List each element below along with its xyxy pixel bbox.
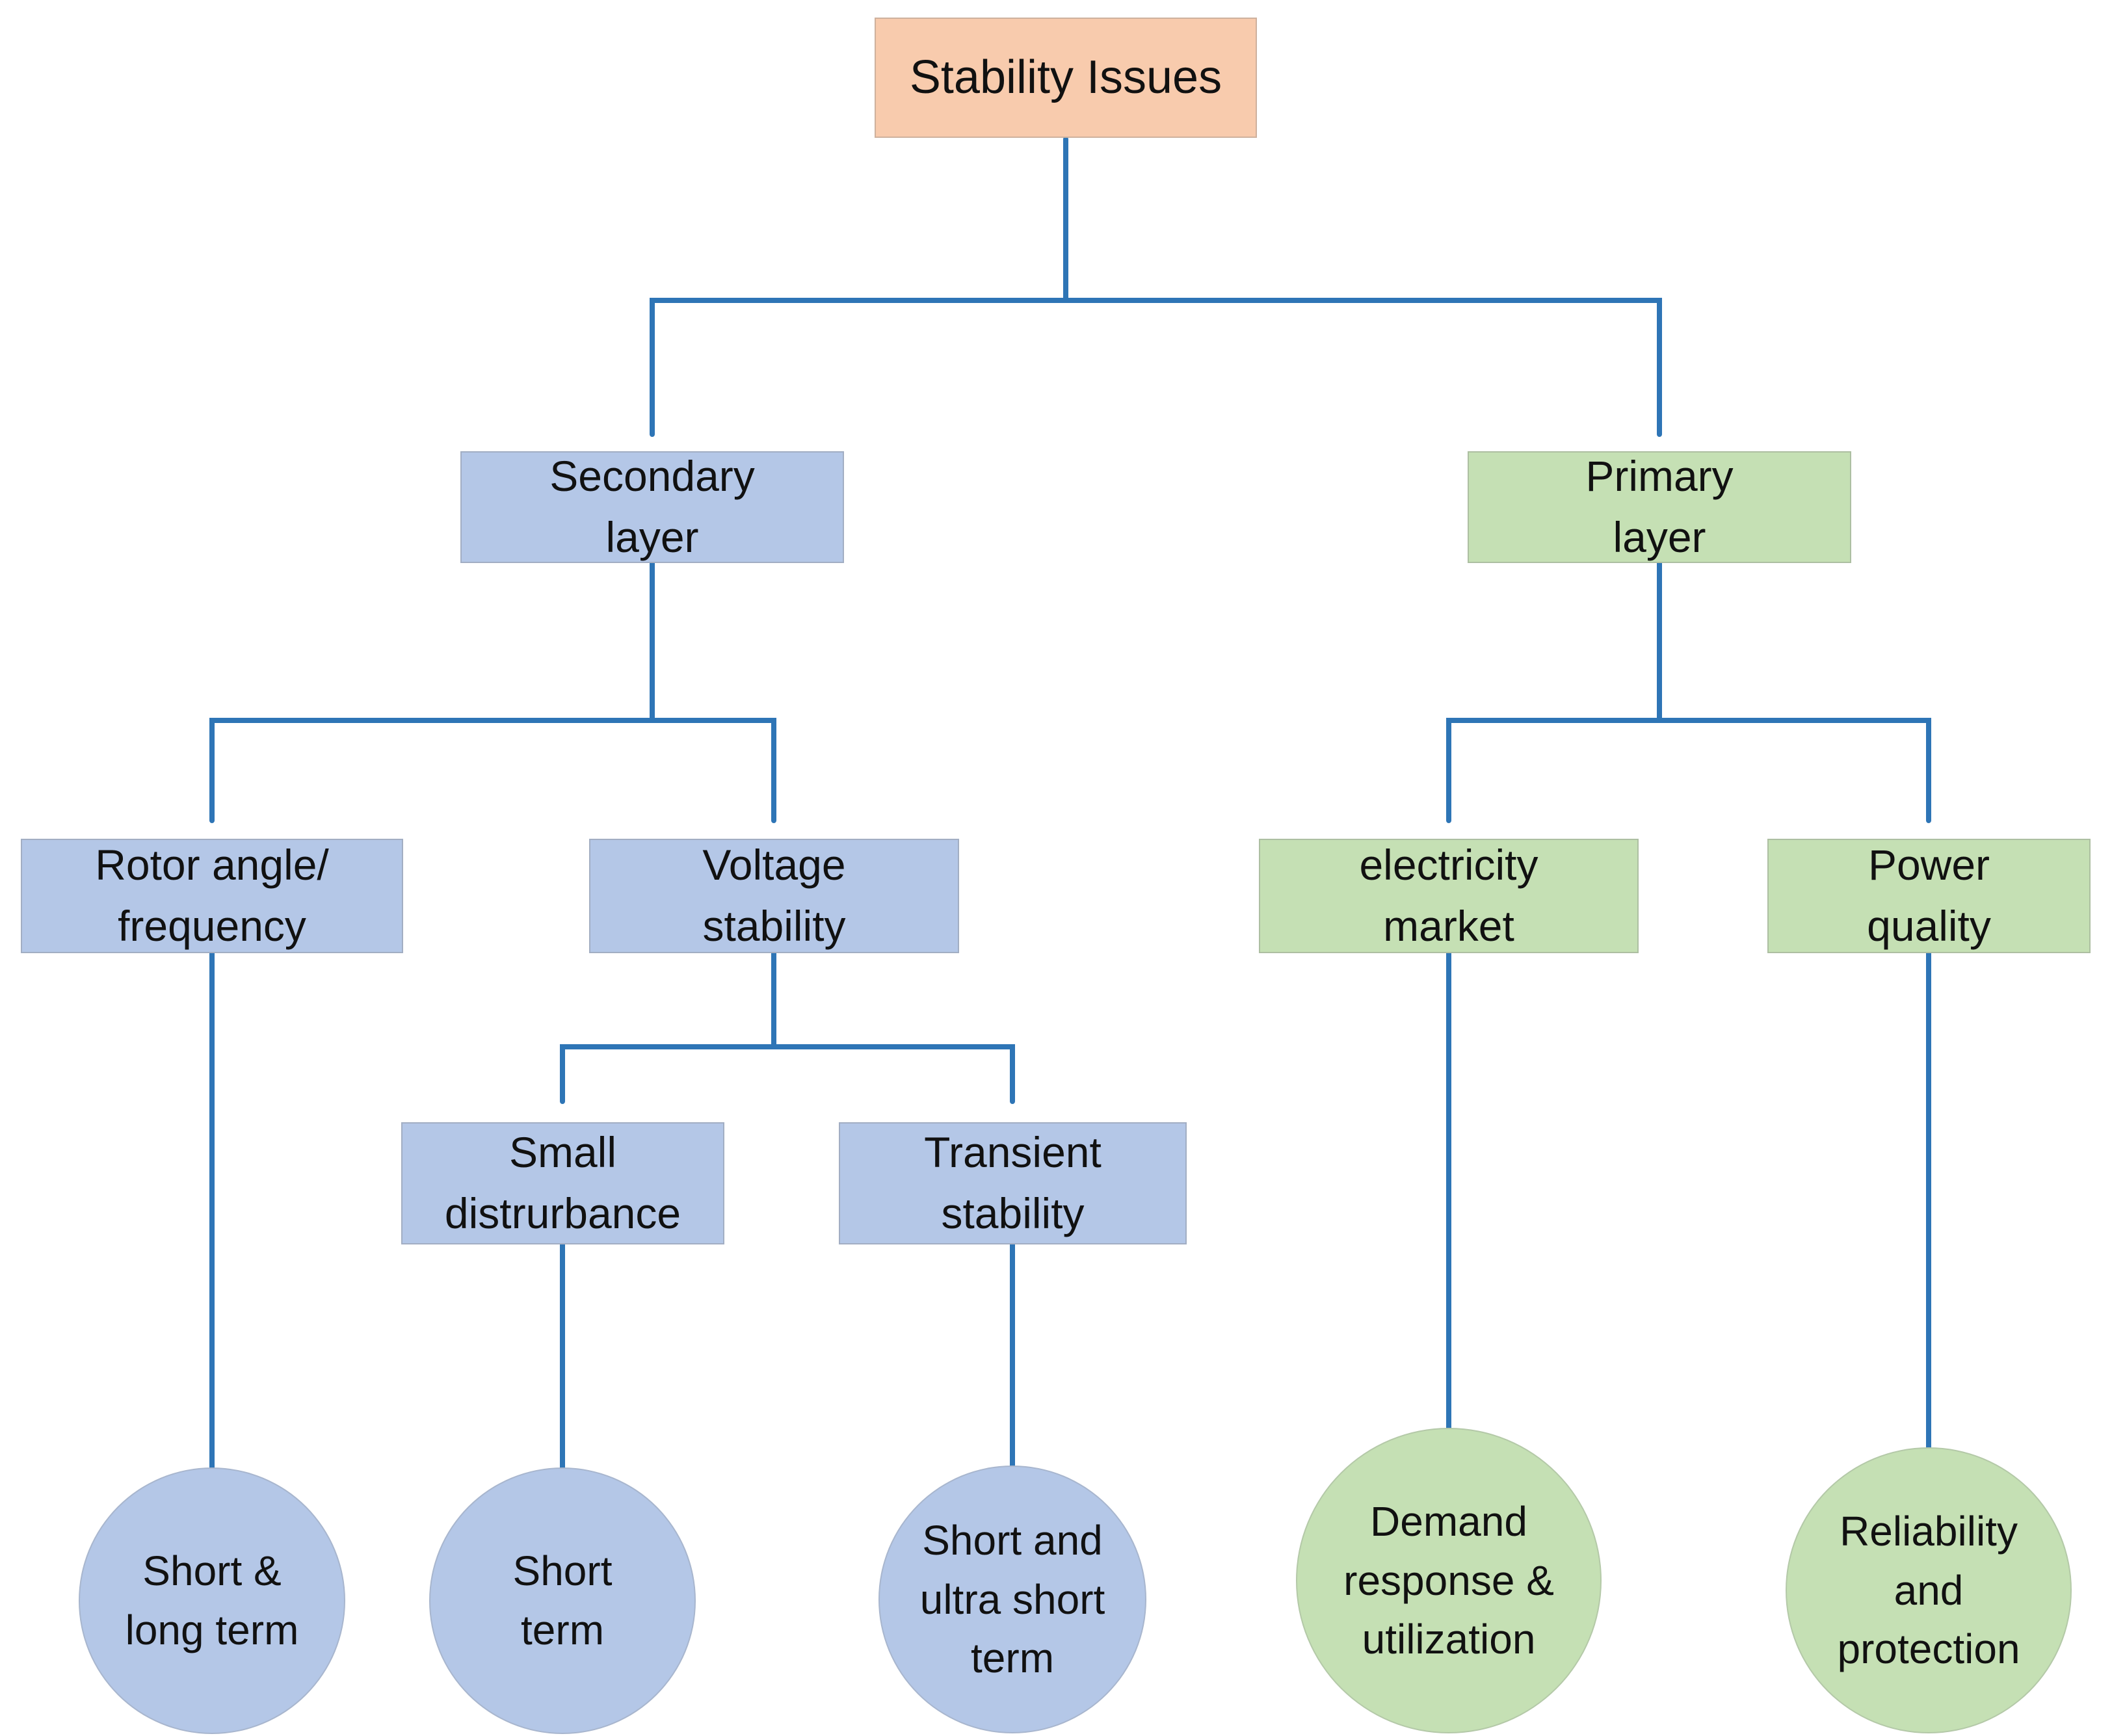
connector-voltage-to-children [560, 1044, 1015, 1104]
node-short-and-long-term: Short & long term [79, 1467, 345, 1734]
node-voltage-stability: Voltage stability [589, 839, 959, 953]
node-short-term: Short term [429, 1467, 696, 1734]
node-stability-issues: Stability Issues [875, 18, 1257, 138]
connector-secondary-to-children [209, 718, 776, 823]
node-secondary-layer: Secondary layer [460, 451, 844, 563]
connector-primary-to-children [1446, 718, 1931, 823]
node-rotor-angle-frequency: Rotor angle/ frequency [21, 839, 403, 953]
node-power-quality: Power quality [1767, 839, 2091, 953]
node-primary-layer: Primary layer [1468, 451, 1851, 563]
node-demand-response-utilization: Demand response & utilization [1296, 1428, 1602, 1733]
node-electricity-market: electricity market [1259, 839, 1639, 953]
node-transient-stability: Transient stability [839, 1122, 1187, 1244]
node-reliability-and-protection: Reliability and protection [1786, 1447, 2072, 1733]
connector-root-to-layers [650, 298, 1662, 437]
node-small-disturbance: Small distrurbance [401, 1122, 724, 1244]
node-short-and-ultra-short-term: Short and ultra short term [878, 1466, 1146, 1733]
